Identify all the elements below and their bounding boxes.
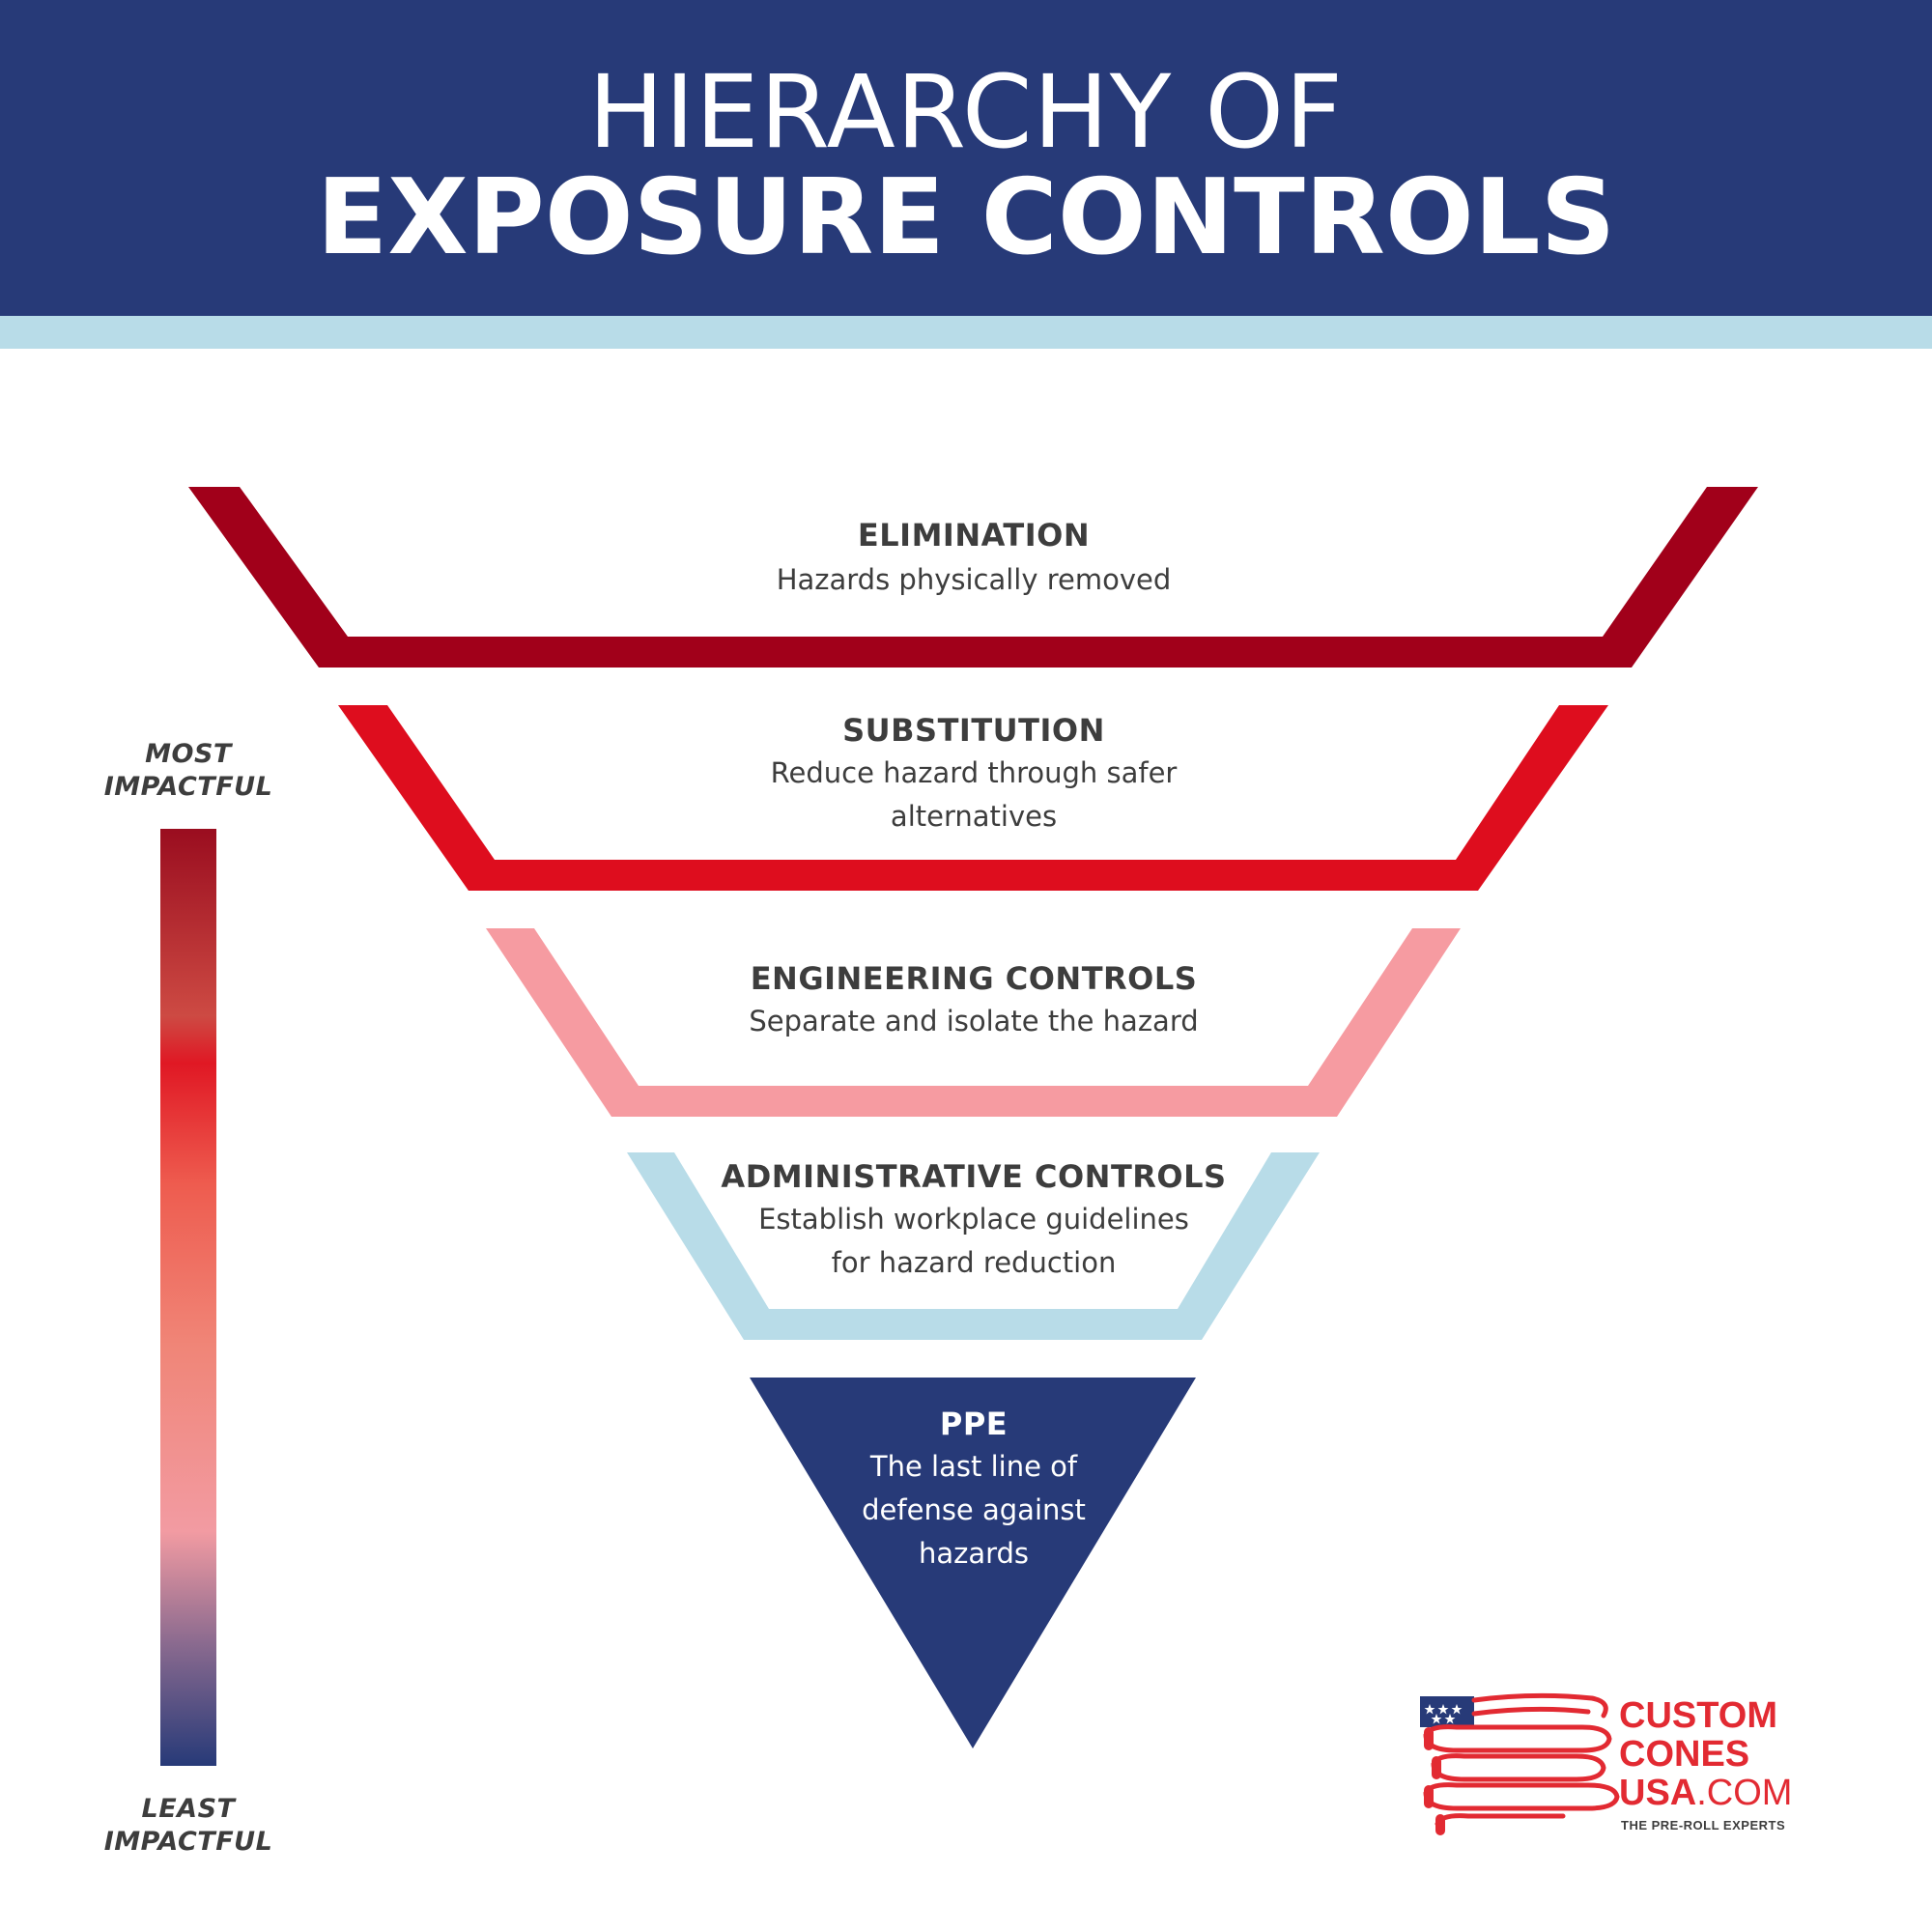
level-description: alternatives (890, 800, 1058, 833)
level-title: ELIMINATION (857, 517, 1091, 554)
scale-bottom-label-line2: IMPACTFUL (103, 1827, 273, 1857)
level-description: Establish workplace guidelines (758, 1203, 1189, 1236)
scale-top-label-line1: MOST (145, 739, 232, 769)
level-description: Reduce hazard through safer (770, 756, 1178, 789)
level-elimination: ELIMINATION Hazards physically removed (580, 516, 1368, 602)
level-administrative-controls: ADMINISTRATIVE CONTROLS Establish workpl… (580, 1157, 1368, 1285)
flag-cones-icon (1420, 1692, 1620, 1835)
logo-line2: CONES (1619, 1734, 1750, 1775)
substitution-band (338, 705, 1608, 891)
logo-wordmark: CUSTOM CONES USA.COM (1619, 1696, 1841, 1812)
level-title: SUBSTITUTION (842, 712, 1105, 749)
level-substitution: SUBSTITUTION Reduce hazard through safer… (580, 711, 1368, 838)
level-title: ADMINISTRATIVE CONTROLS (721, 1158, 1227, 1195)
level-engineering-controls: ENGINEERING CONTROLS Separate and isolat… (580, 959, 1368, 1043)
page-title-line2: EXPOSURE CONTROLS (316, 157, 1616, 278)
level-ppe: PPE The last line of defense against haz… (580, 1405, 1368, 1576)
scale-top-label: MOST IMPACTFUL (58, 738, 319, 804)
elimination-band (188, 487, 1758, 668)
level-description: Hazards physically removed (776, 563, 1172, 596)
level-title: ENGINEERING CONTROLS (750, 960, 1198, 997)
level-description: hazards (918, 1537, 1030, 1570)
logo-line3-suffix: .COM (1696, 1773, 1793, 1813)
level-description: Separate and isolate the hazard (749, 1005, 1199, 1037)
logo-line3-main: USA (1619, 1773, 1697, 1813)
level-title: PPE (939, 1406, 1009, 1442)
logo-tagline: THE PRE-ROLL EXPERTS (1621, 1818, 1786, 1833)
logo-line1: CUSTOM (1619, 1695, 1777, 1736)
level-description: The last line of (869, 1450, 1078, 1483)
level-description: defense against (862, 1493, 1086, 1526)
page-title-line1: HIERARCHY OF (588, 53, 1344, 171)
header-banner (0, 0, 1932, 316)
level-description: for hazard reduction (831, 1246, 1117, 1279)
impact-gradient-bar (160, 829, 216, 1766)
scale-bottom-label-line1: LEAST (141, 1794, 236, 1824)
ppe-triangle (750, 1378, 1196, 1748)
scale-bottom-label: LEAST IMPACTFUL (58, 1793, 319, 1859)
logo-line3: USA.COM (1619, 1774, 1841, 1812)
scale-top-label-line2: IMPACTFUL (103, 772, 273, 802)
header-stripe (0, 316, 1932, 349)
